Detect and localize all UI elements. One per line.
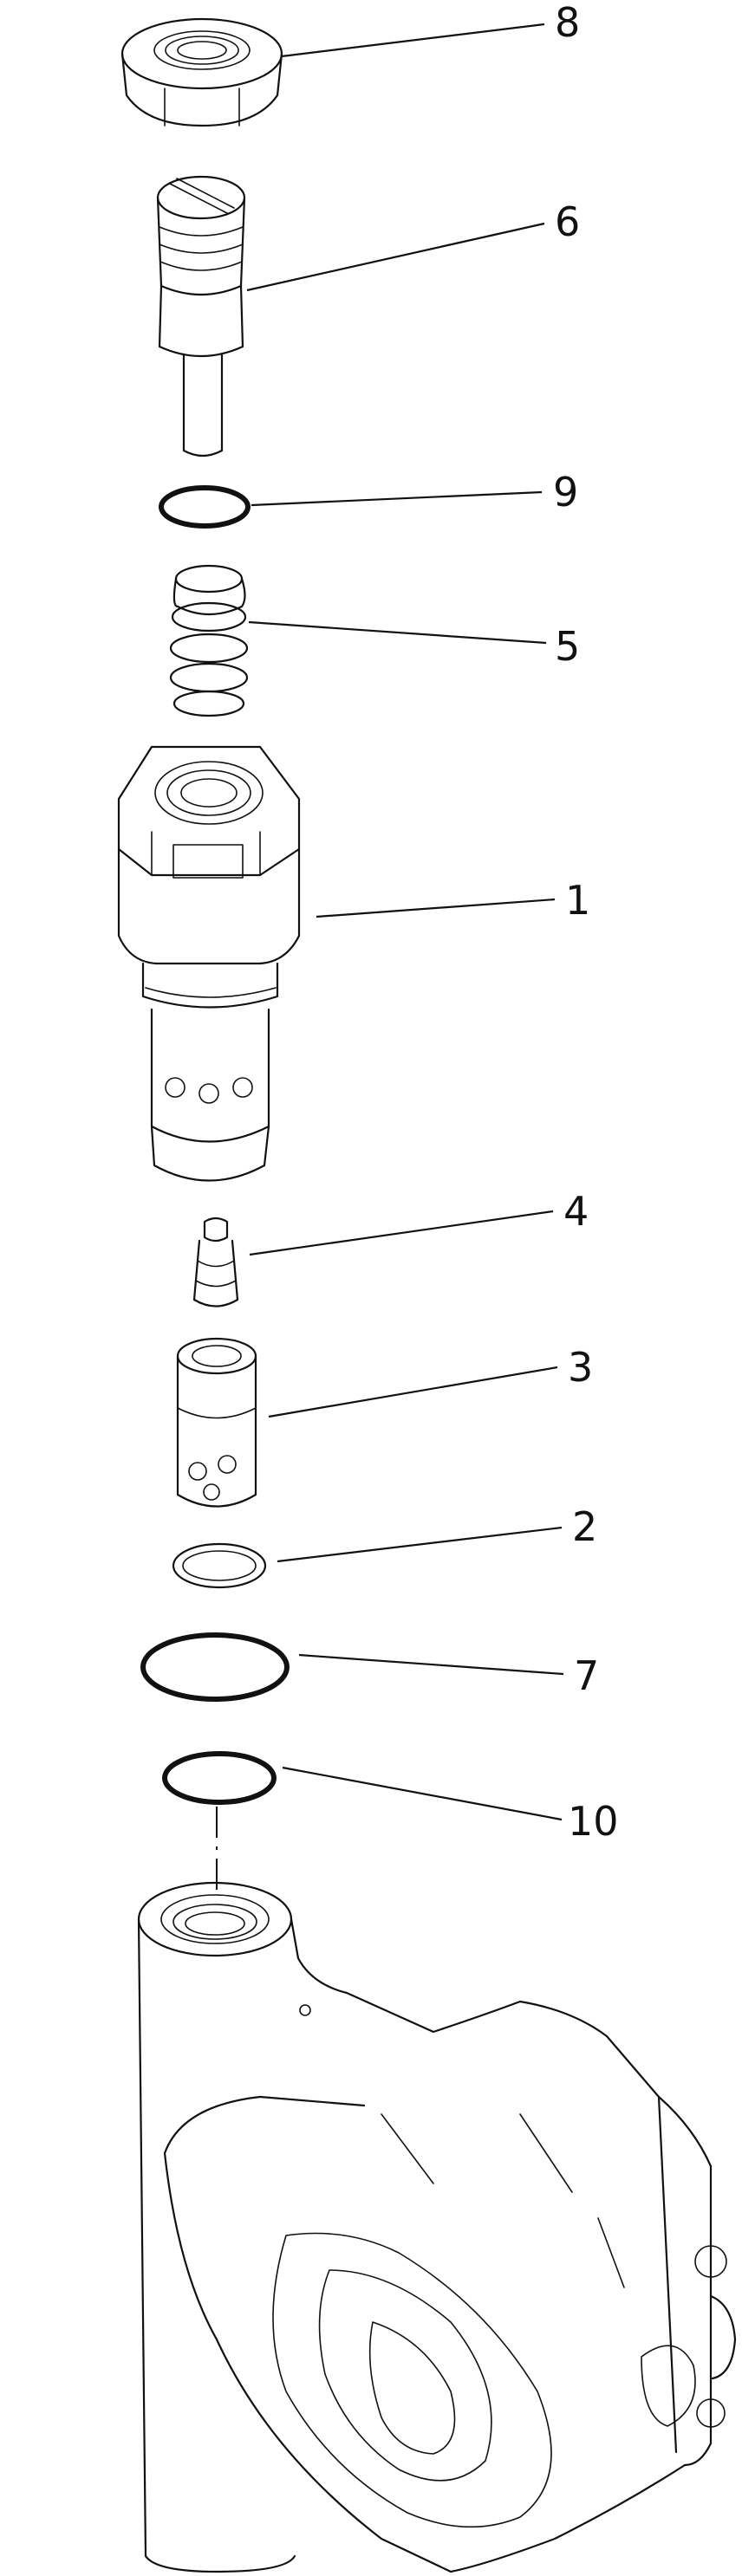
part-5-spring xyxy=(169,564,249,717)
part-8-nut xyxy=(120,17,283,127)
part-10-o-ring xyxy=(162,1751,277,1805)
callout-9: 9 xyxy=(553,469,578,516)
part-9-o-ring xyxy=(159,485,251,529)
leader-3 xyxy=(268,1366,558,1418)
leader-10 xyxy=(282,1766,563,1821)
leader-6 xyxy=(246,222,545,292)
callout-7: 7 xyxy=(574,1652,599,1699)
leader-8 xyxy=(281,23,545,58)
leader-7 xyxy=(298,1653,564,1676)
callout-3: 3 xyxy=(568,1344,593,1391)
housing xyxy=(137,1807,737,2573)
part-1-valve-body xyxy=(117,745,301,1182)
callout-6: 6 xyxy=(555,198,580,245)
leader-1 xyxy=(316,898,556,918)
part-4-poppet xyxy=(192,1217,239,1307)
leader-lines xyxy=(246,23,564,1821)
leader-4 xyxy=(249,1210,554,1256)
callout-10: 10 xyxy=(568,1798,619,1845)
part-7-o-ring xyxy=(140,1632,290,1702)
callout-1: 1 xyxy=(565,877,590,924)
leader-9 xyxy=(251,490,543,507)
callout-5: 5 xyxy=(555,623,580,670)
callout-8: 8 xyxy=(555,0,580,46)
callout-4: 4 xyxy=(563,1188,589,1235)
part-6-adjusting-screw xyxy=(156,175,246,457)
callout-2: 2 xyxy=(572,1503,597,1550)
leader-5 xyxy=(248,620,547,645)
part-3-sleeve xyxy=(176,1337,257,1508)
leader-2 xyxy=(277,1526,563,1563)
part-2-backup-ring xyxy=(172,1542,267,1589)
callout-labels: 8 6 9 5 1 4 3 2 7 10 xyxy=(553,0,619,1845)
